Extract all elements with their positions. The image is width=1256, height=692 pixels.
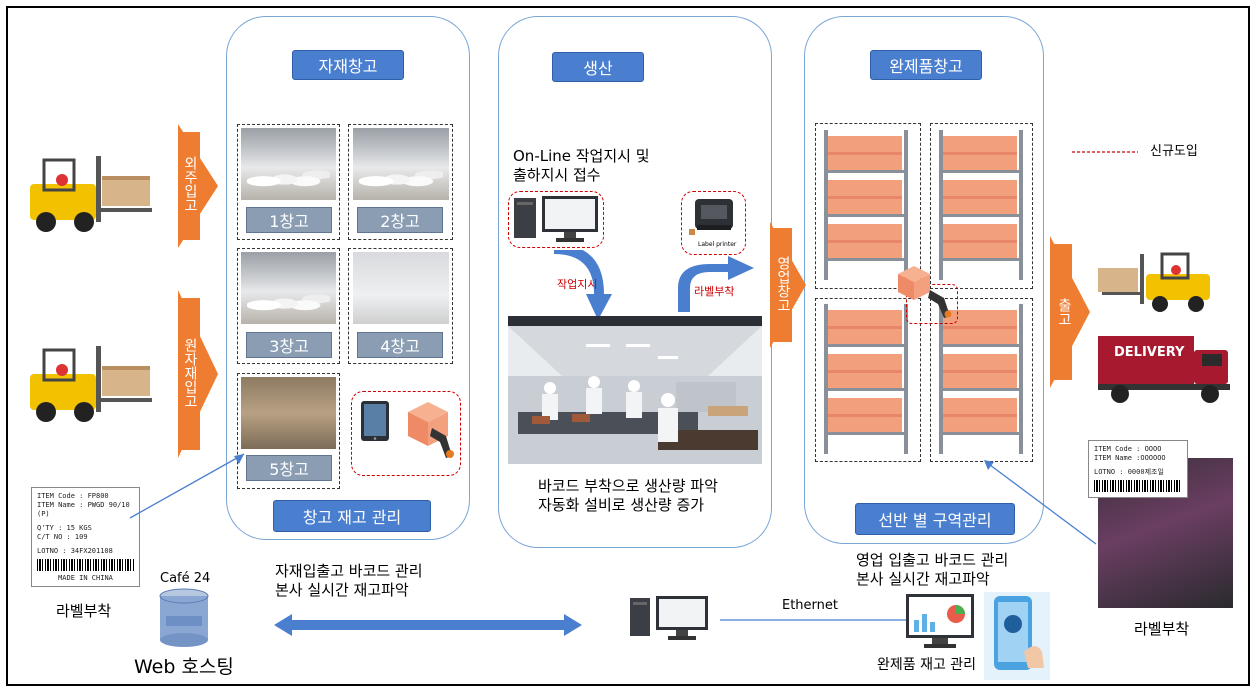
warehouse-2-label: 2창고: [357, 207, 443, 233]
ethernet-line: [720, 619, 906, 621]
label-to-shelf-line: [984, 460, 1097, 545]
warehouse-4-box: [348, 248, 453, 364]
ethernet-label: Ethernet: [782, 598, 838, 613]
right-barcode: [1094, 480, 1182, 492]
warehouse-3-box: [237, 248, 340, 364]
finished-warehouse-title: 완제품창고: [870, 50, 982, 80]
warehouse-4-label: 4창고: [357, 332, 443, 358]
database-icon: [159, 588, 209, 647]
right-label-line: ITEM Name :OOOOOO: [1094, 454, 1166, 462]
factory-illustration: [508, 316, 762, 464]
shelf-zone-mgmt-button: 선반 별 구역관리: [855, 503, 1015, 535]
dashboard-monitor-icon: [906, 594, 974, 648]
tablet-icon: [361, 401, 389, 441]
right-label-line: LOTNO : 0000제조일: [1094, 468, 1164, 476]
label-to-warehouse-line: [129, 453, 245, 519]
pc-new-box: [508, 191, 604, 248]
cafe24-label: Café 24: [160, 571, 211, 586]
online-order-text-2: 출하지시 접수: [513, 166, 601, 184]
sales-barcode-text-1: 영업 입출고 바코드 관리: [856, 551, 1009, 569]
sales-wh-arrow: [770, 222, 806, 348]
label-attach-arrow: [678, 256, 754, 312]
left-label-line: C/T NO : 109: [37, 533, 88, 541]
shelf-rack-4: [939, 304, 1023, 454]
shelf-zone-1: [815, 123, 921, 289]
right-label-caption: 라벨부착: [1134, 620, 1190, 638]
left-label-caption: 라벨부착: [56, 602, 112, 620]
center-box-scanner-icon: [898, 266, 952, 318]
left-label-line: ITEM Code : FP800: [37, 492, 109, 500]
warehouse-5-label: 5창고: [246, 455, 332, 481]
shelf-zone-3: [815, 298, 921, 462]
warehouse-3-photo: [241, 252, 336, 324]
warehouse-5-photo: [241, 377, 336, 449]
outsourced-in-arrow: [178, 124, 218, 248]
left-barcode: [37, 559, 134, 571]
work-order-label: 작업지시: [557, 278, 598, 291]
warehouse-1-label: 1창고: [246, 207, 332, 233]
material-barcode-text-2: 본사 실시간 재고파악: [275, 581, 409, 599]
label-printer-caption: Label printer: [698, 241, 737, 248]
warehouse-3-label: 3창고: [246, 332, 332, 358]
material-warehouse-title: 자재창고: [292, 50, 404, 80]
shelf-rack-2: [939, 130, 1023, 280]
online-order-text-1: On-Line 작업지시 및: [513, 147, 650, 165]
delivery-text: DELIVERY: [1114, 345, 1185, 360]
legend-new-intro: 신규도입: [1150, 144, 1198, 159]
shelf-rack-3: [824, 304, 908, 454]
label-printer-icon: [689, 199, 733, 235]
production-title: 생산: [552, 52, 644, 82]
server-pc-icon: [630, 596, 708, 640]
warehouse-inventory-mgmt-button: 창고 재고 관리: [273, 500, 431, 532]
sales-wh-label: 영업창고: [775, 256, 791, 312]
legend-dashed-line: [1072, 151, 1138, 153]
left-label-card: ITEM Code : FP800 ITEM Name : PWGD 90/10…: [31, 487, 140, 587]
forklift-right-icon: [1098, 252, 1210, 312]
left-label-line: ITEM Name : PWGD 90/10 (P): [37, 501, 130, 518]
shipping-label: 출고: [1056, 298, 1072, 326]
shelf-zone-4: [930, 298, 1033, 462]
shelf-zone-2: [930, 123, 1033, 289]
shipping-arrow: [1050, 236, 1090, 388]
left-label-footer: MADE IN CHINA: [58, 574, 113, 582]
delivery-truck-icon: [1098, 336, 1230, 403]
sales-barcode-text-2: 본사 실시간 재고파악: [856, 570, 990, 588]
center-scanner-new-box: [906, 284, 958, 324]
smartphone-app-icon: [984, 592, 1050, 680]
forklift-top-icon: [30, 156, 152, 232]
shelf-rack-1: [824, 130, 908, 280]
tablet-scanner-new-box: [351, 391, 461, 476]
desktop-pc-icon: [514, 196, 598, 242]
raw-material-in-arrow: [178, 290, 218, 458]
outsourced-in-label: 외주입고: [182, 156, 198, 212]
warehouse-2-box: [348, 124, 453, 240]
web-hosting-label: Web 호스팅: [134, 656, 234, 678]
warehouse-1-box: [237, 124, 340, 240]
production-caption-2: 자동화 설비로 생산량 증가: [538, 496, 705, 514]
work-order-arrow: [554, 250, 612, 320]
production-caption-1: 바코드 부착으로 생산량 파악: [538, 477, 718, 495]
warehouse-5-box: [237, 373, 340, 489]
box-scanner-icon: [408, 402, 454, 458]
right-label-line: ITEM Code : OOOO: [1094, 445, 1162, 453]
right-label-card: ITEM Code : OOOO ITEM Name :OOOOOO LOTNO…: [1088, 440, 1188, 498]
material-barcode-text-1: 자재입출고 바코드 관리: [275, 562, 423, 580]
raw-material-in-label: 원자재입고: [182, 338, 198, 408]
label-printer-new-box: [681, 191, 746, 255]
warehouse-1-photo: [241, 128, 336, 200]
warehouse-4-photo: [353, 252, 449, 324]
warehouse-2-photo: [353, 128, 449, 200]
finished-inventory-mgmt-label: 완제품 재고 관리: [877, 657, 977, 673]
label-attach-label: 라벨부착: [694, 285, 735, 298]
sync-double-arrow: [274, 614, 582, 636]
left-label-line: Q'TY : 15 KGS: [37, 524, 92, 532]
forklift-middle-icon: [30, 346, 152, 422]
left-label-line: LOTNO : 34FX201108: [37, 547, 113, 555]
